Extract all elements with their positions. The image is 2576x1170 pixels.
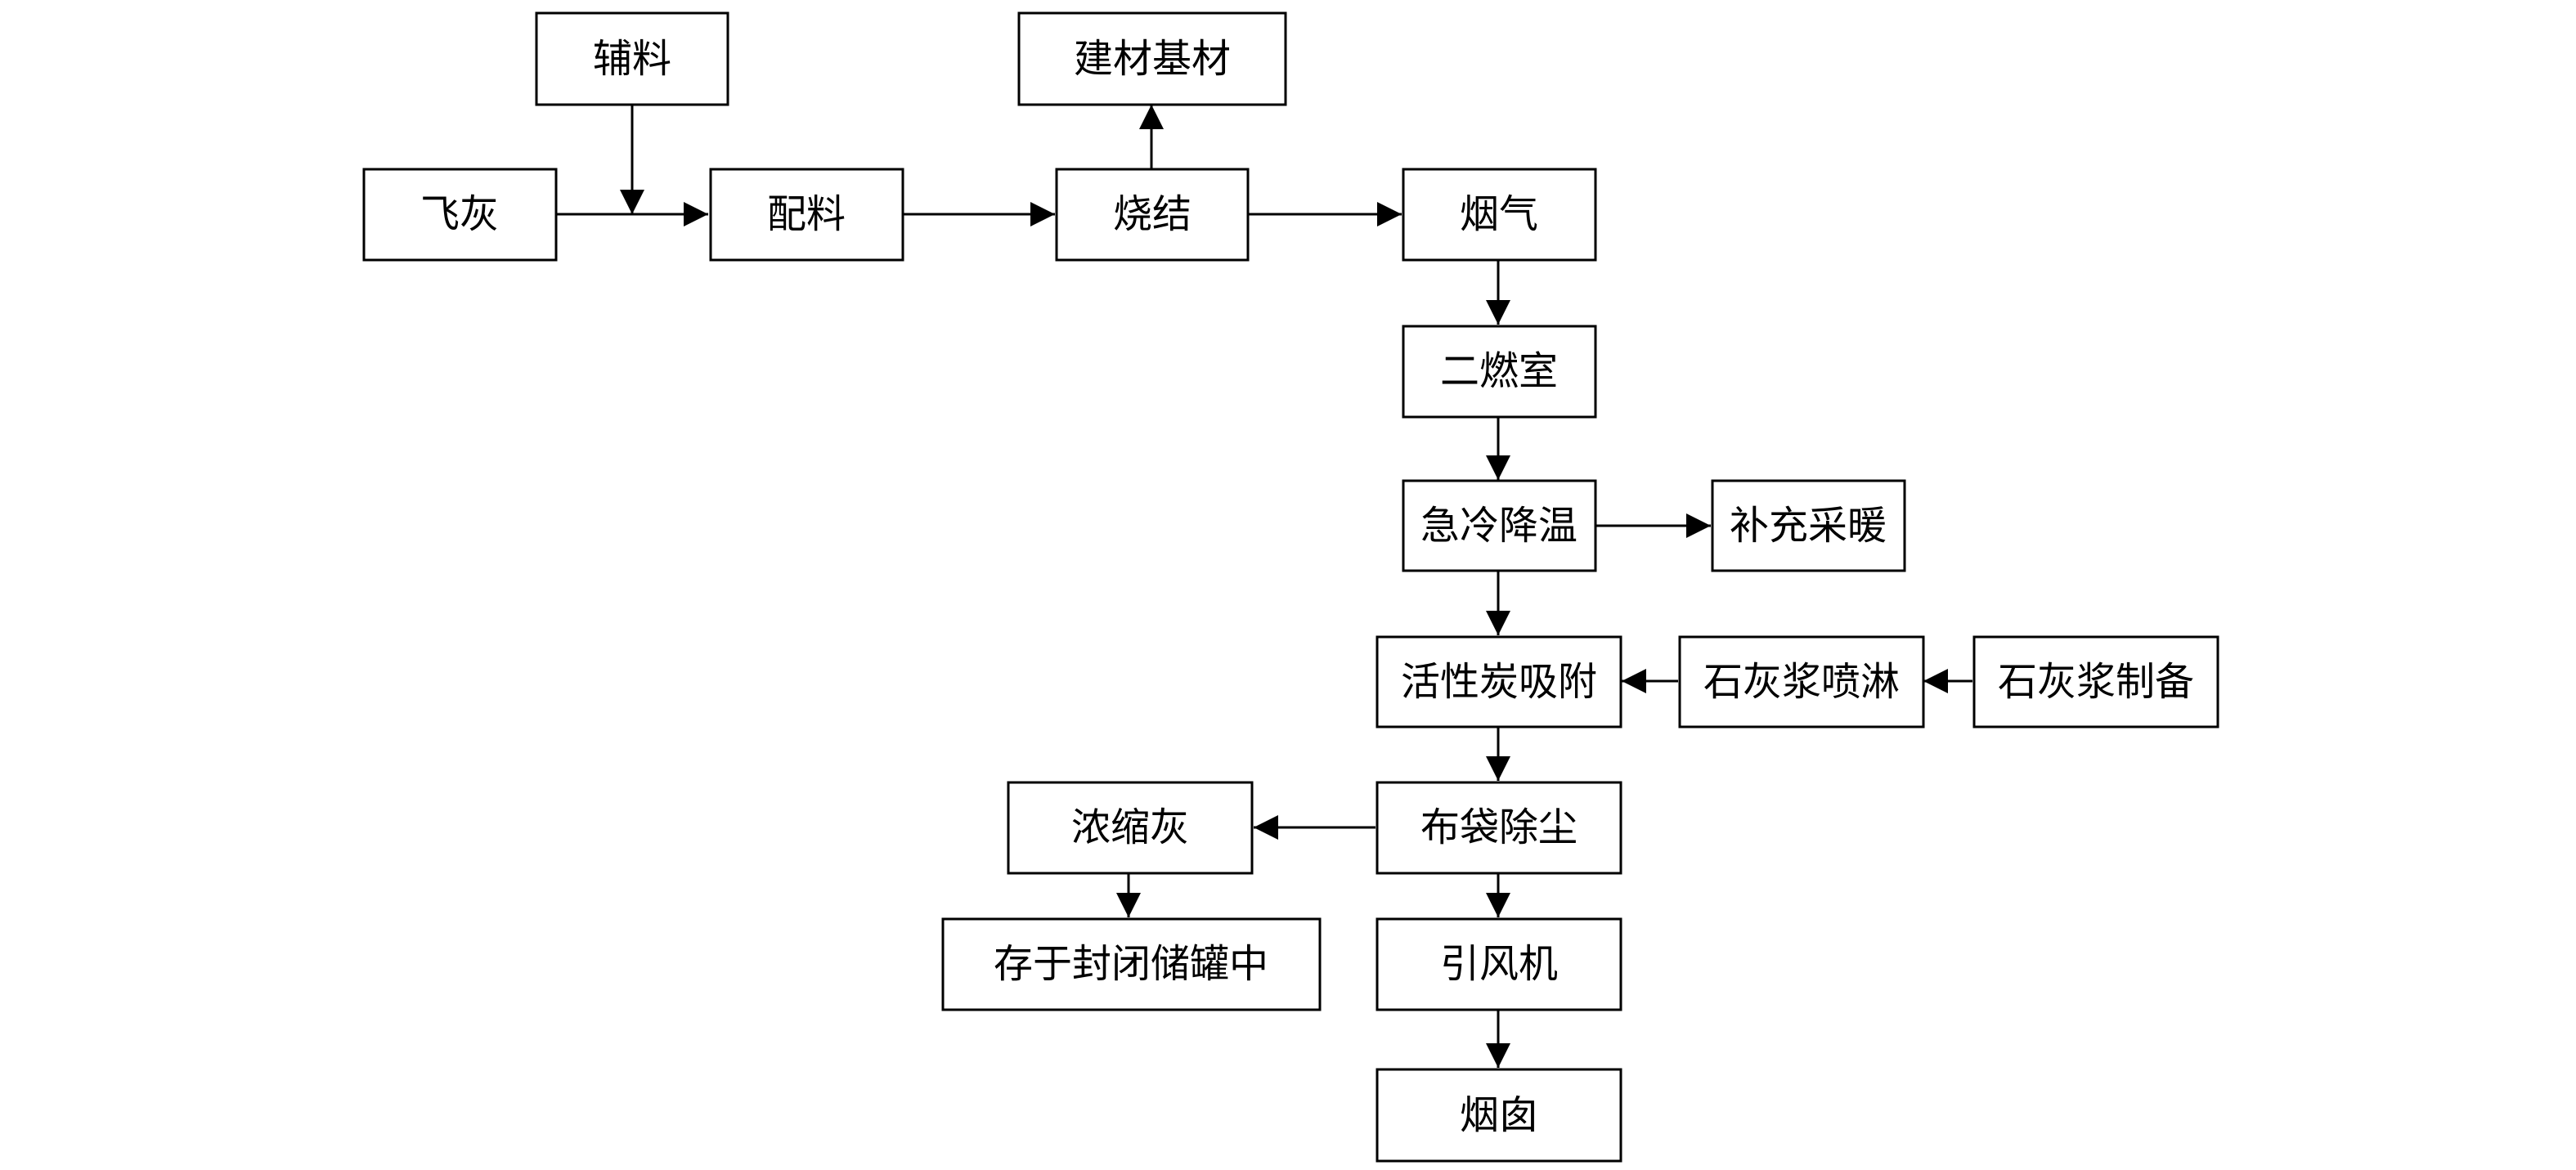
- node-flue-gas-label: 烟气: [1460, 191, 1538, 237]
- node-building-material-label: 建材基材: [1074, 36, 1231, 82]
- node-heating-supply: 补充采暖: [1711, 479, 1906, 572]
- node-flue-gas: 烟气: [1402, 168, 1597, 262]
- node-storage-tank-label: 存于封闭储罐中: [994, 941, 1268, 987]
- node-secondary-combustion-label: 二燃室: [1440, 348, 1558, 394]
- node-chimney-label: 烟囱: [1460, 1092, 1538, 1138]
- node-sintering: 烧结: [1055, 168, 1250, 262]
- node-chimney: 烟囱: [1376, 1068, 1622, 1163]
- node-induced-fan: 引风机: [1376, 917, 1622, 1011]
- node-lime-spray: 石灰浆喷淋: [1678, 635, 1925, 728]
- node-auxiliary-material-label: 辅料: [593, 36, 671, 82]
- node-quench-cooling-label: 急冷降温: [1420, 503, 1577, 549]
- node-lime-prep-label: 石灰浆制备: [1998, 659, 2194, 705]
- node-lime-prep: 石灰浆制备: [1972, 635, 2219, 728]
- node-quench-cooling: 急冷降温: [1402, 479, 1597, 572]
- node-sintering-label: 烧结: [1113, 191, 1192, 237]
- node-fly-ash: 飞灰: [362, 168, 558, 262]
- node-concentrated-ash: 浓缩灰: [1007, 781, 1254, 875]
- node-batching-label: 配料: [767, 191, 846, 237]
- node-induced-fan-label: 引风机: [1440, 941, 1558, 987]
- node-lime-spray-label: 石灰浆喷淋: [1703, 659, 1900, 705]
- node-storage-tank: 存于封闭储罐中: [941, 917, 1322, 1011]
- node-heating-supply-label: 补充采暖: [1730, 503, 1887, 549]
- node-activated-carbon: 活性炭吸附: [1376, 635, 1622, 728]
- node-secondary-combustion: 二燃室: [1402, 325, 1597, 419]
- node-auxiliary-material: 辅料: [535, 11, 729, 106]
- node-bag-filter-label: 布袋除尘: [1420, 805, 1577, 850]
- node-fly-ash-label: 飞灰: [420, 191, 499, 237]
- node-batching: 配料: [709, 168, 904, 262]
- node-building-material: 建材基材: [1017, 11, 1287, 106]
- node-bag-filter: 布袋除尘: [1376, 781, 1622, 875]
- node-activated-carbon-label: 活性炭吸附: [1401, 659, 1597, 705]
- node-concentrated-ash-label: 浓缩灰: [1071, 805, 1189, 850]
